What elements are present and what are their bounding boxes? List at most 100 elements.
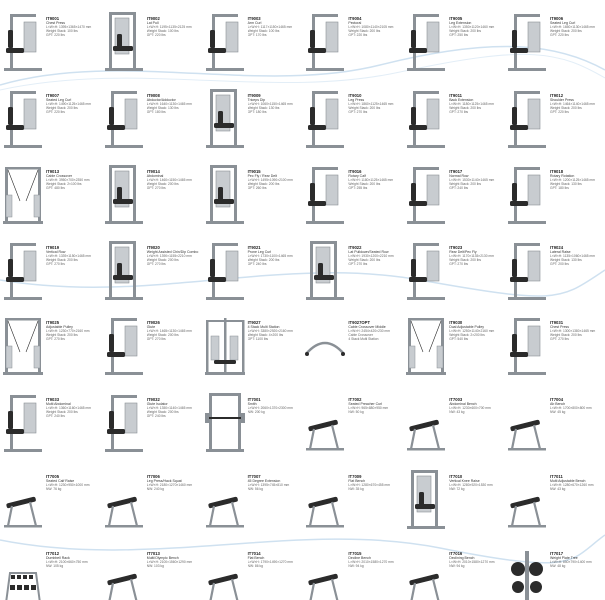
bench-icon — [506, 466, 548, 532]
product-spec: Weight Stack: 130 lbs — [247, 106, 280, 111]
multi-station-icon — [204, 312, 246, 378]
product-spec: Weight Stack: 130 lbs — [146, 106, 179, 111]
product-spec: Weight Stack: 100 lbs — [247, 29, 280, 34]
product-spec: GPT: 255 lbs — [348, 186, 368, 191]
product-spec: L×W×H: 850×790×1400 mm — [550, 560, 592, 565]
product-name: Smith — [247, 402, 257, 406]
product-code: IT9032 — [146, 397, 160, 402]
product-code: IT9013 — [46, 169, 60, 174]
product-spec: NW: 43 kg — [449, 410, 465, 415]
product-code: IT9031 — [550, 320, 564, 325]
machine-icon — [506, 312, 548, 378]
product-spec: NW: 35 kg — [348, 487, 364, 492]
product-name: Flat Bench — [348, 479, 366, 483]
product-name: Multi Adjustable Bench — [550, 479, 586, 483]
product-spec: L×W×H: 1060×1150×1465 mm — [247, 102, 293, 107]
product-name: Chest Press — [550, 325, 570, 329]
product-name: Lat Pull — [146, 21, 159, 25]
product-spec: Weight Stack: 200 lbs — [247, 258, 280, 263]
product-code: IT9021 — [247, 245, 261, 250]
machine-icon — [2, 237, 44, 303]
product-spec: L×W×H: 1135×1060×1465 mm — [550, 254, 596, 259]
product-spec: GPT: 220 lbs — [46, 110, 65, 115]
product-code: IT9027 — [247, 320, 261, 325]
tall-machine-icon — [304, 237, 346, 303]
machine-icon — [506, 237, 548, 303]
product-spec: Weight Stack: 130 lbs — [550, 182, 582, 187]
product-spec: Weight Stack: 200 lbs — [550, 29, 582, 34]
product-spec: Weight Stack: 100 lbs — [46, 29, 78, 34]
product-spec: Weight Stack: 200 lbs — [449, 258, 482, 263]
product-code: IT9002 — [146, 16, 160, 21]
product-spec: L×W×H: 1790×1490×1270 mm — [247, 560, 293, 565]
product-spec: L×W×H: 1700×800×800 mm — [550, 406, 592, 411]
tree-icon — [506, 543, 548, 600]
product-spec: NW: 43 kg — [550, 487, 566, 492]
product-code: IT9017 — [449, 169, 463, 174]
product-spec: GPT: 170 lbs — [247, 33, 267, 38]
product-name: Vertical Knee Raise — [449, 479, 480, 483]
product-name: Seated Calf Raise — [46, 479, 75, 483]
product-spec: GPT: 180 lbs — [550, 186, 569, 191]
product-code: IT9019 — [46, 245, 60, 250]
product-spec: GPT: 480 lbs — [46, 186, 65, 191]
